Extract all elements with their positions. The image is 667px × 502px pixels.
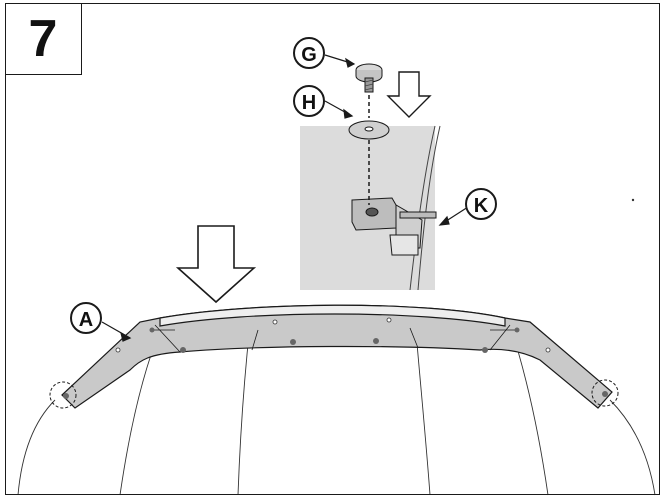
attachment-point-right [591,379,619,407]
front-lip-part [61,304,613,409]
svg-text:H: H [302,92,316,114]
detail-panel-edge [409,125,436,291]
callout-leaders [101,54,469,342]
step-number: 7 [28,9,58,68]
screw-icon [355,63,383,93]
down-arrow-icon [386,71,432,118]
diagram-frame [5,3,660,495]
callout-h: H [293,85,325,117]
callout-k: K [465,188,497,220]
washer-icon [348,120,390,140]
callout-g: G [293,37,325,69]
bracket-icon [351,197,437,256]
callout-a: A [70,302,102,334]
svg-text:A: A [79,309,93,331]
step-number-box: 7 [5,3,82,75]
down-arrow-icon [175,225,257,304]
mounting-holes [63,317,608,399]
svg-text:G: G [301,44,317,66]
svg-text:K: K [474,195,489,217]
attachment-point-left [49,381,77,409]
